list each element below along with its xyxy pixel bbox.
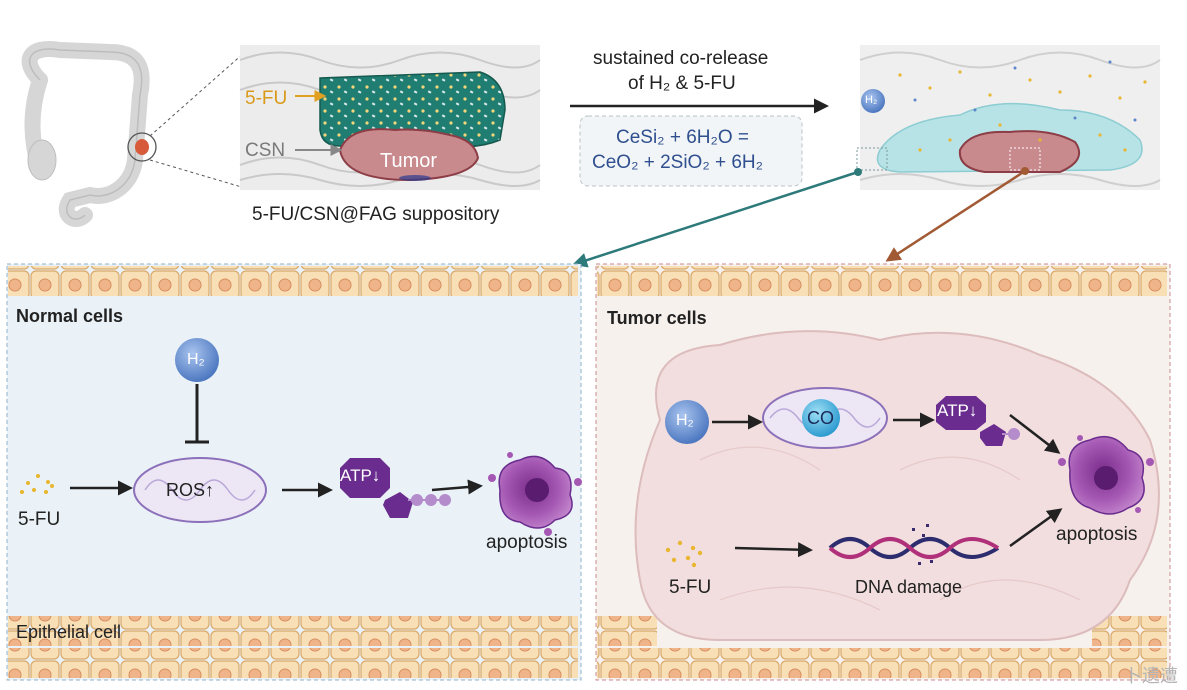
to-tumor-arrow: [885, 169, 1026, 262]
tumor-h2-label: H₂: [676, 412, 694, 429]
label-csn: CSN: [245, 140, 286, 161]
h2-badge-label: H₂: [865, 94, 878, 106]
tumor-cells-panel: [595, 263, 1171, 681]
suppository-in-colon: [239, 45, 541, 190]
top-epithelial-row: [8, 266, 578, 296]
bottom-epithelial-row-2: [8, 648, 578, 678]
epithelial-cell-label: Epithelial cell: [16, 622, 122, 642]
normal-cells-panel: [6, 263, 582, 681]
tumor-fu-dots-icon: [665, 540, 703, 568]
arrow-label-line2: of H₂ & 5-FU: [628, 73, 736, 94]
suppository-caption: 5-FU/CSN@FAG suppository: [252, 204, 500, 225]
bottom-epithelial-row-1: [8, 616, 578, 646]
to-normal-arrow: [572, 170, 859, 268]
co-molecule-icon: [802, 399, 840, 437]
atp-icon: [340, 458, 451, 518]
normal-cells-title: Normal cells: [16, 306, 124, 326]
apoptotic-cell-icon: [488, 452, 582, 536]
tumor-mitochondrion-icon: [762, 387, 888, 449]
normal-atp-label: ATP↓: [340, 466, 381, 485]
normal-h2-label: H₂: [187, 351, 205, 368]
dna-damage-label: DNA damage: [855, 577, 963, 597]
colon-illustration: [21, 41, 246, 227]
normal-fu-label: 5-FU: [18, 509, 61, 530]
dna-helix-icon: [828, 524, 1000, 565]
watermark: 卜遗遭: [1124, 666, 1178, 686]
tumor-top-epithelial-row: [597, 266, 1167, 296]
tumor-h2-molecule-icon: [665, 400, 709, 444]
co-label: CO: [807, 408, 834, 428]
equation-line2: CeO₂ + 2SiO₂ + 6H₂: [592, 152, 764, 173]
tumor-atp-label: ATP↓: [937, 401, 978, 420]
colon-after-release: [856, 45, 1161, 190]
arrow-label-line1: sustained co-release: [593, 48, 769, 69]
tumor-fu-label: 5-FU: [669, 577, 712, 598]
tumor-bottom-epithelial-row: [597, 648, 1167, 678]
tumor-apoptosis-label: apoptosis: [1056, 524, 1138, 545]
tumor-apoptotic-cell-icon: [1058, 435, 1154, 515]
label-tumor: Tumor: [380, 150, 438, 172]
ros-label: ROS↑: [166, 480, 215, 500]
h2-molecule-icon: [175, 338, 219, 382]
tumor-atp-icon: [936, 396, 1020, 446]
label-5fu: 5-FU: [245, 88, 288, 109]
h2-badge-icon: [861, 89, 885, 113]
fu-dots-icon: [20, 474, 54, 494]
normal-apoptosis-label: apoptosis: [486, 532, 568, 553]
equation-box: [579, 115, 803, 187]
equation-line1: CeSi₂ + 6H₂O =: [616, 127, 750, 148]
mitochondrion-icon: [133, 457, 267, 523]
tumor-cells-title: Tumor cells: [607, 308, 707, 328]
